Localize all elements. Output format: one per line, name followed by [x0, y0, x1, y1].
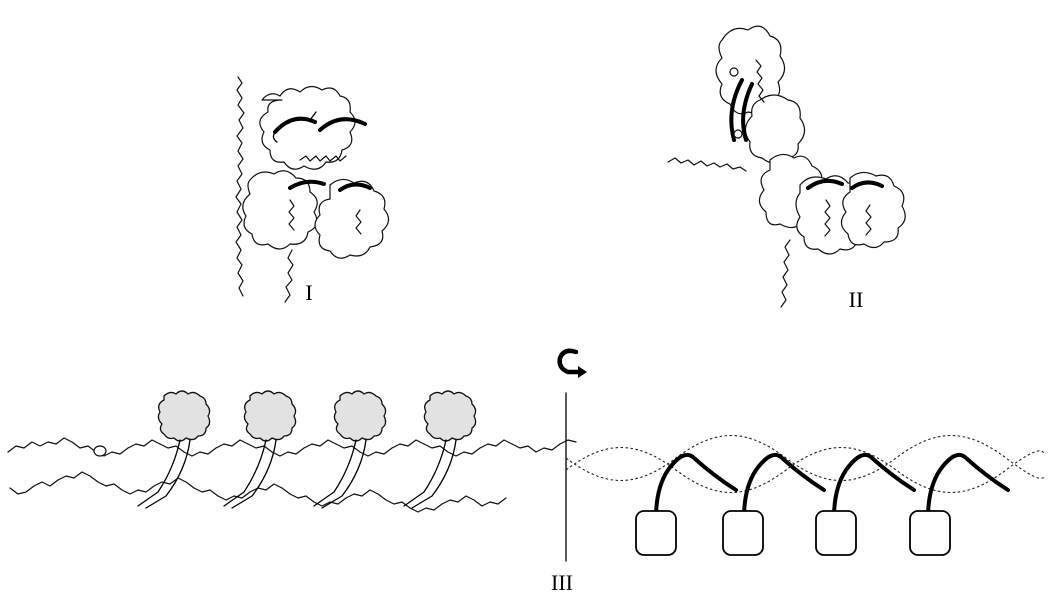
lever-arm-2: [224, 440, 276, 508]
actin-bump: [94, 446, 106, 456]
panel-3-diagram: III: [8, 351, 1046, 595]
helix-head-box-2: [723, 511, 763, 555]
myosin-head-3: [334, 391, 385, 441]
panel-2-upper-domain-b: [745, 95, 804, 163]
helix-strand-b: [566, 436, 1046, 481]
helix-head-box-1: [636, 511, 676, 555]
panel-2-label: II: [849, 287, 864, 312]
panel-1-diagram: I: [236, 77, 389, 305]
helix-arm-2: [744, 455, 824, 518]
panel-1-label: I: [305, 280, 312, 305]
myosin-head-4: [424, 391, 475, 441]
lever-arm-4: [404, 440, 456, 508]
panel-2-joint-b: [734, 130, 742, 138]
panel-2-backbone-vertical: [781, 240, 790, 307]
myosin-head-1: [158, 391, 209, 441]
panel-3-label: III: [551, 570, 573, 595]
panel-2-diagram: II: [668, 26, 905, 312]
helix-strand-a: [566, 448, 1046, 493]
panel-2-backbone: [668, 158, 746, 171]
panel-1-backbone-lower: [285, 250, 293, 302]
actin-strand-upper: [8, 438, 576, 456]
helix-arm-4: [928, 455, 1008, 518]
panel-1-upper-domain: [260, 86, 355, 169]
panel-2-joint-a: [730, 68, 738, 76]
curved-arrow-icon: [560, 351, 587, 378]
helix-head-box-4: [910, 511, 950, 555]
panel-1-lower-right-domain: [315, 179, 389, 258]
panel-1-backbone: [236, 77, 244, 296]
helix-arm-3: [834, 455, 914, 518]
myosin-head-2: [244, 391, 295, 441]
helix-head-box-3: [816, 511, 856, 555]
